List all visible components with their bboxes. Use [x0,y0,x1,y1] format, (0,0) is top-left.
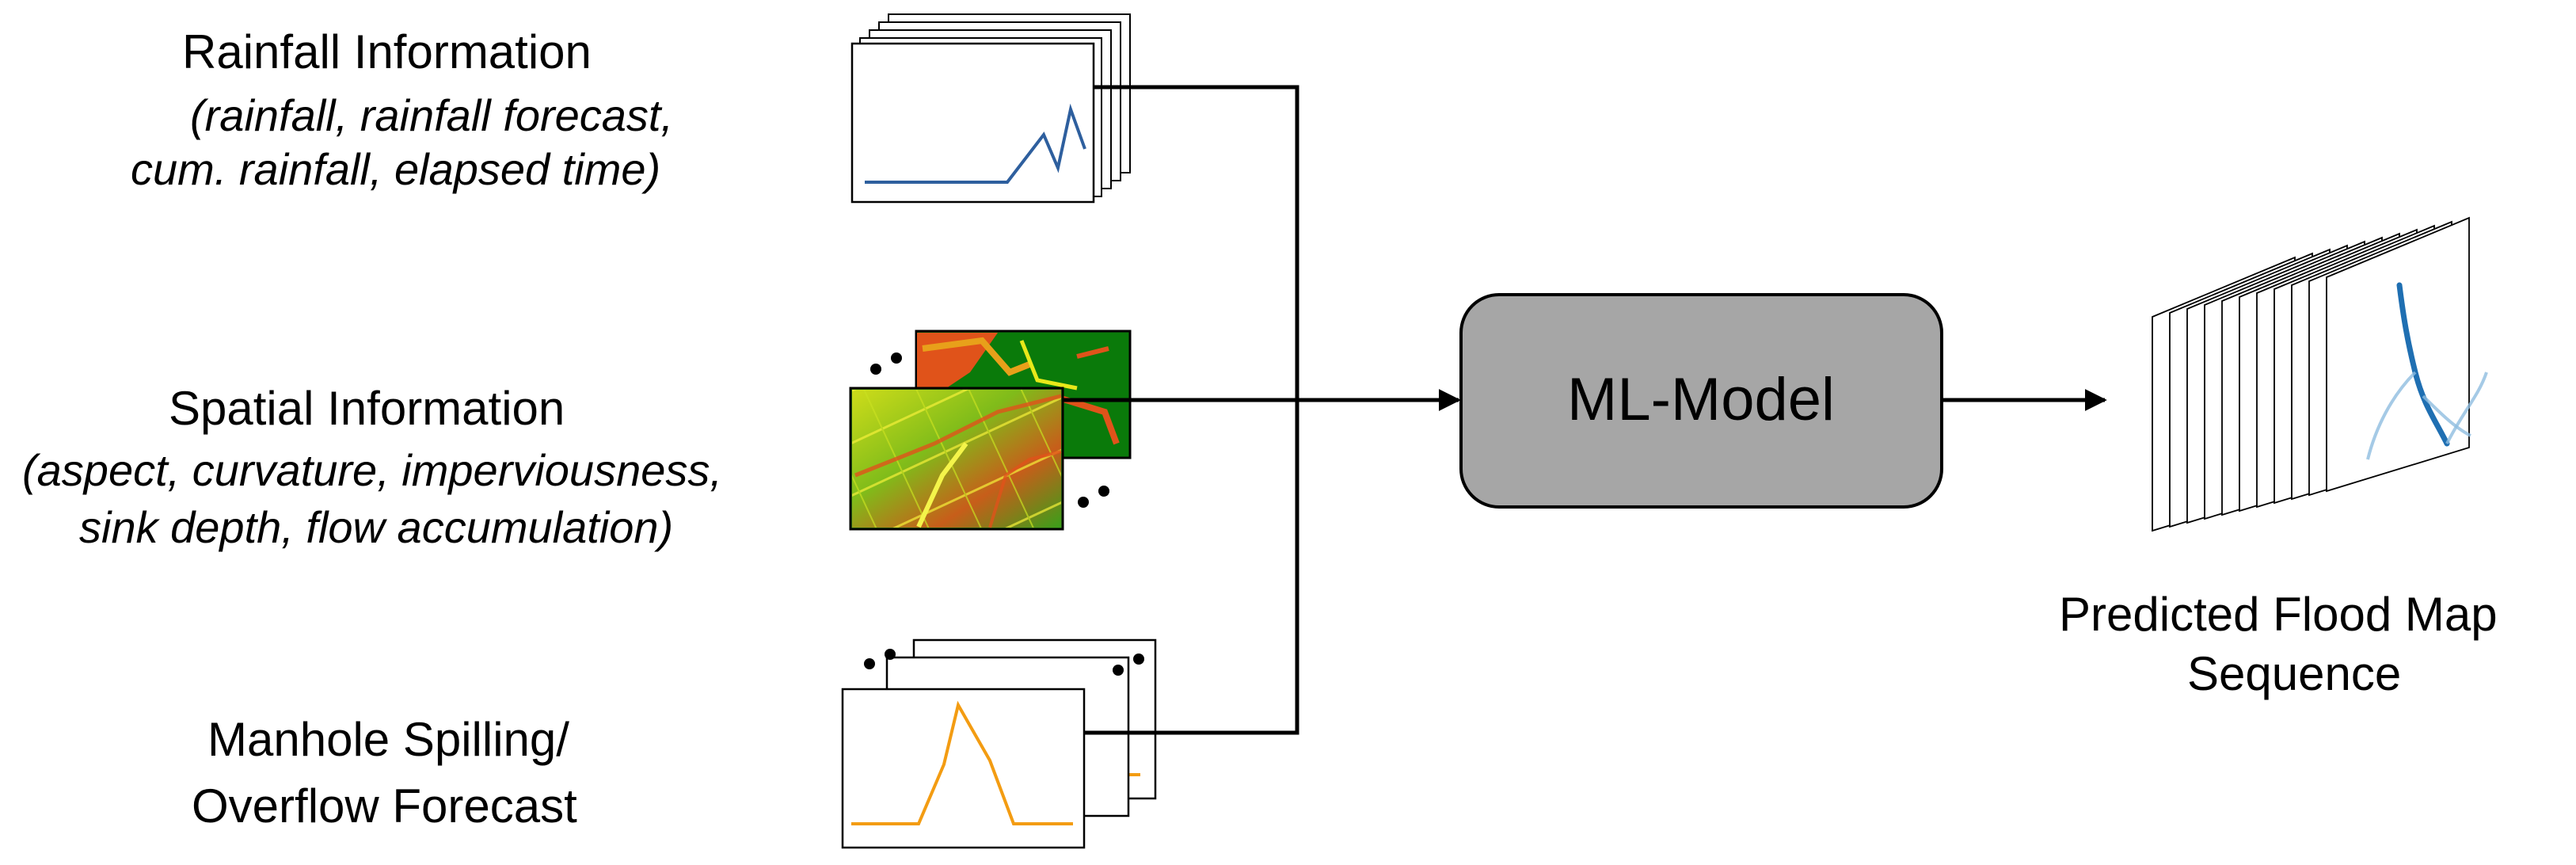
more-dot [1133,654,1144,665]
more-dot [1113,665,1124,676]
rainfall-chart-stack [850,13,1131,204]
more-dot [1098,486,1109,497]
manhole-series-line [851,700,1073,825]
ml-model-label: ML-Model [1567,366,1835,433]
flood-map-sequence [2152,216,2488,532]
manhole-connector [1084,400,1299,735]
spatial-detail-line1: (aspect, curvature, imperviousness, [22,445,722,495]
spatial-detail-line2: sink depth, flow accumulation) [79,502,674,552]
flood-channel [2396,282,2450,447]
rainfall-title: Rainfall Information [182,25,592,78]
more-dot [870,364,881,375]
flood-spread [2422,394,2471,437]
ml-model-box: ML-Model [1459,293,1943,509]
more-dot [885,649,896,660]
spatial-map-stack [849,330,1132,531]
flood-spread [2445,372,2488,444]
manhole-line2: Overflow Forecast [192,779,577,833]
manhole-chart-stack [841,638,1157,849]
rainfall-series-line [865,103,1086,184]
rainfall-detail-line2: cum. rainfall, elapsed time) [131,144,661,194]
more-dot [891,352,902,364]
rainfall-connector [1094,85,1299,400]
manhole-line1: Manhole Spilling/ [207,713,569,766]
output-line2: Sequence [2187,647,2402,700]
output-line1: Predicted Flood Map [2059,588,2498,641]
rainfall-detail-line1: (rainfall, rainfall forecast, [190,90,674,140]
spatial-title: Spatial Information [169,382,565,435]
more-dot [1078,497,1089,508]
connectors [1063,85,2107,735]
flood-spread [2366,371,2417,460]
more-dot [864,658,875,669]
